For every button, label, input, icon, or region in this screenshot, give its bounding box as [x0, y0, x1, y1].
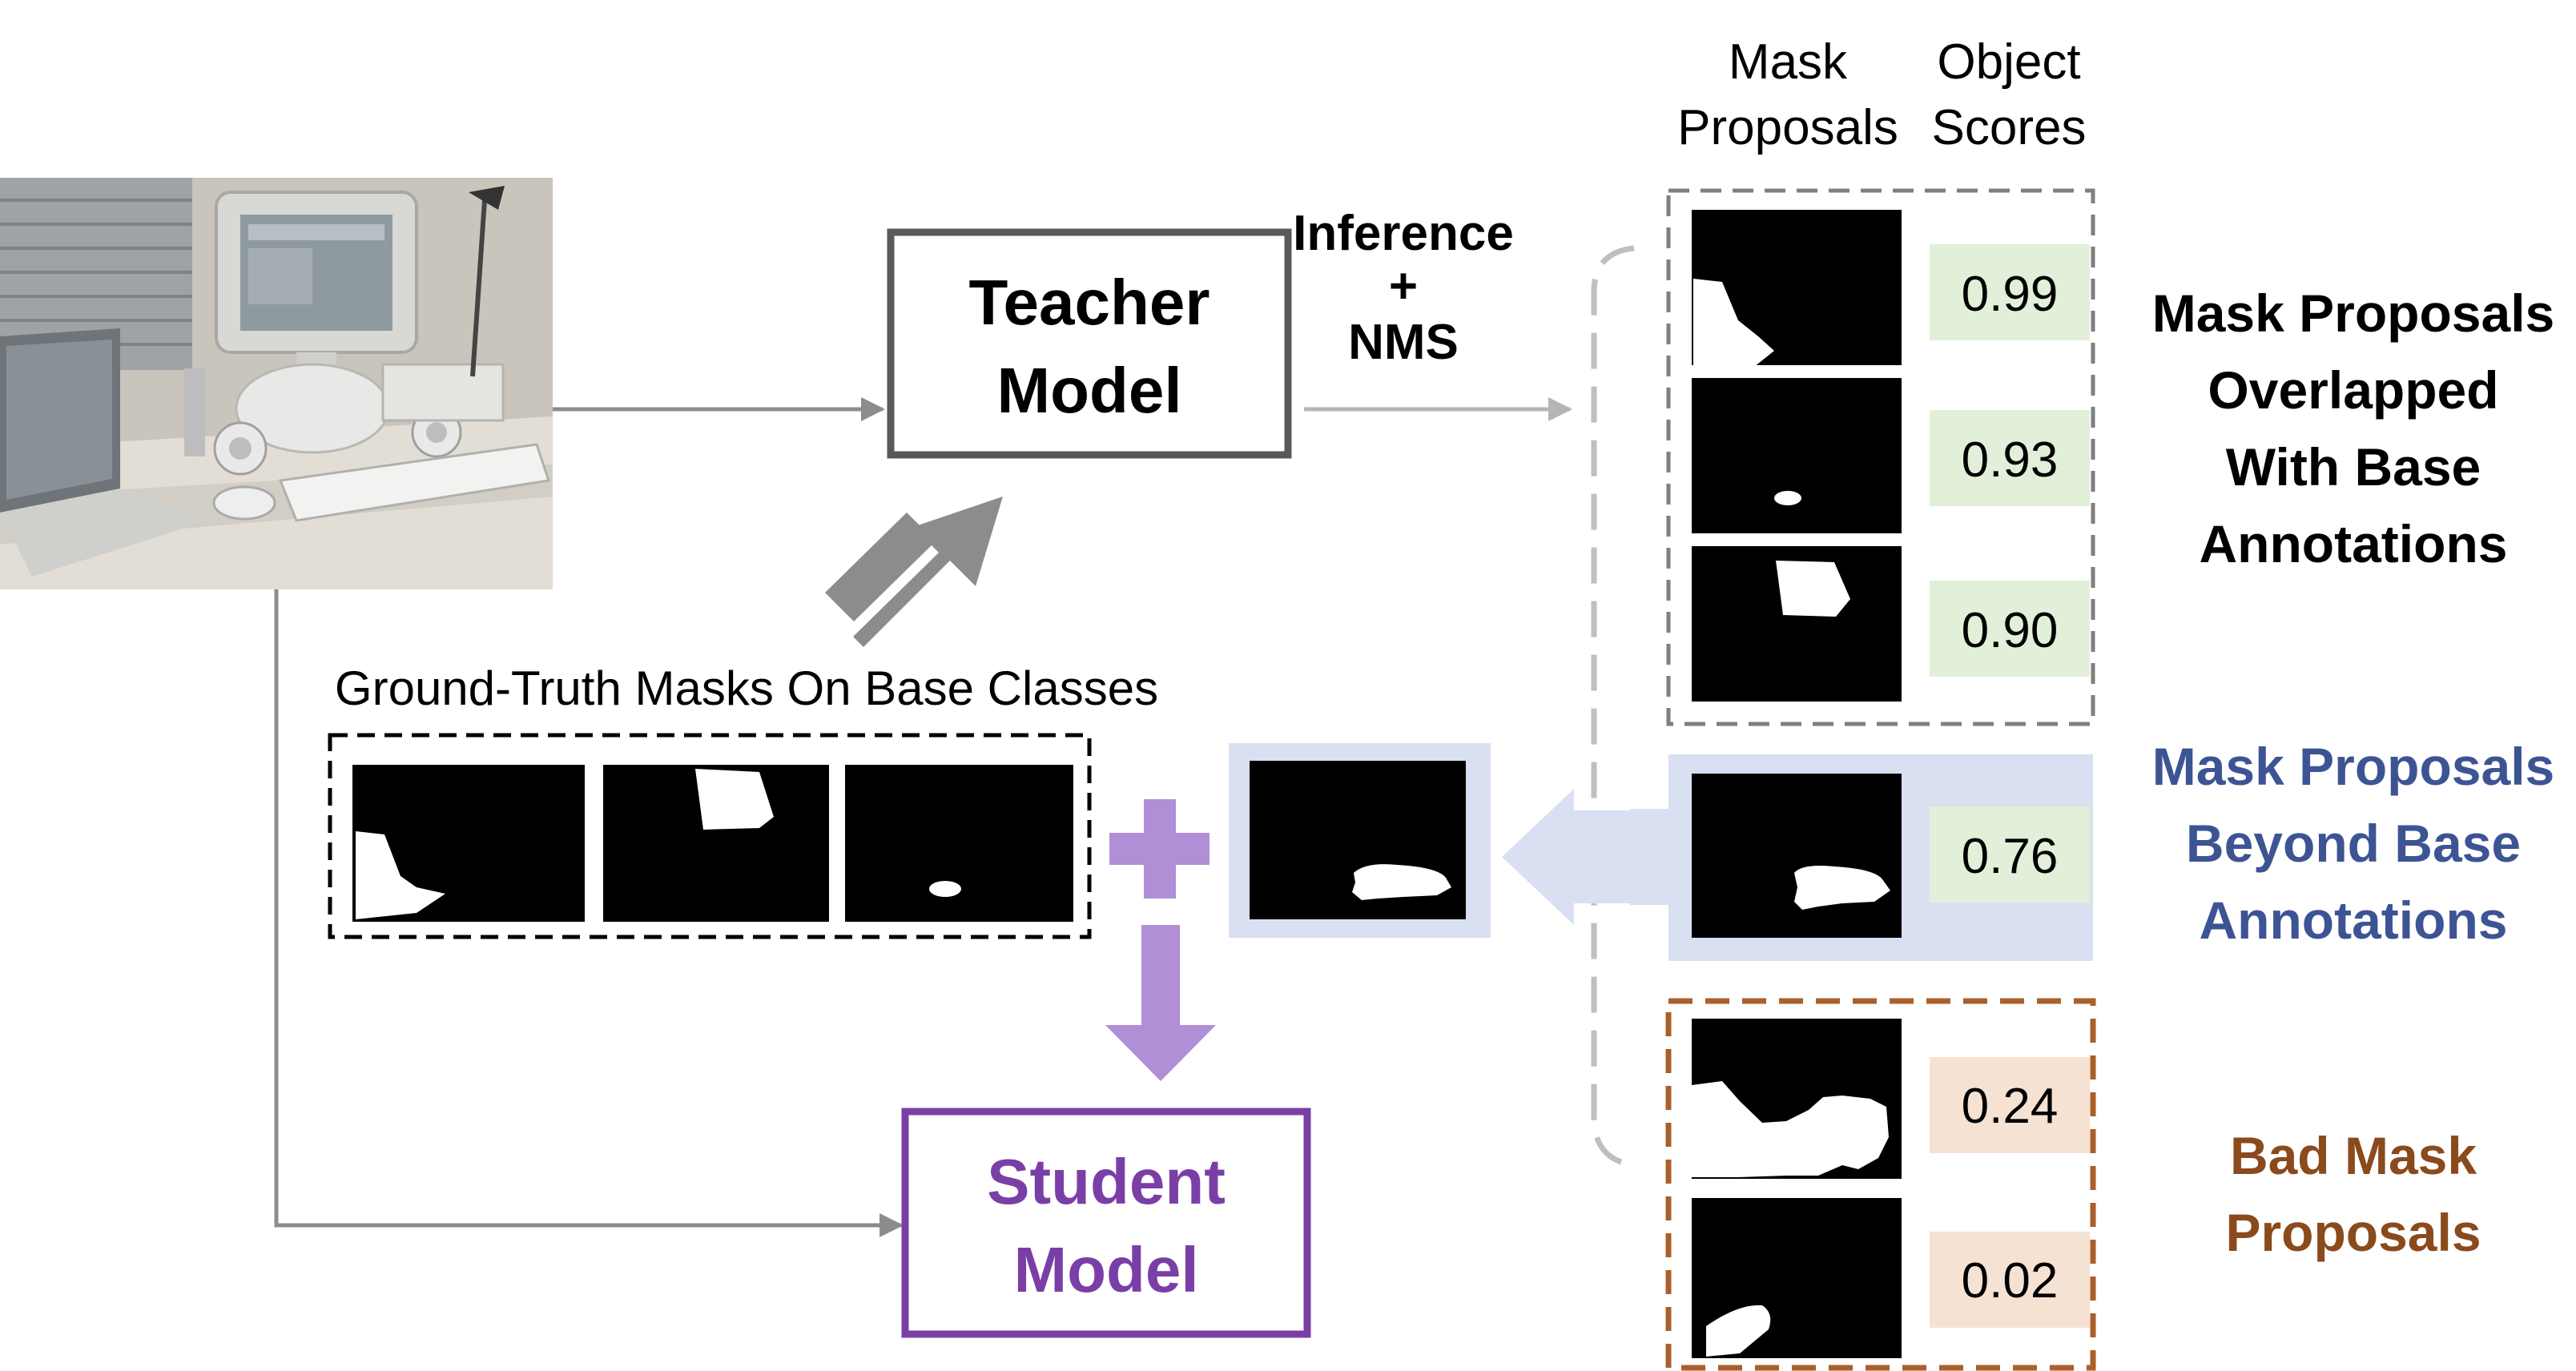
student-model-line1: Student [987, 1146, 1226, 1217]
score-value-5: 0.24 [1962, 1079, 2059, 1134]
overlapped-label-line1: Mask Proposals [2152, 283, 2555, 343]
mask-proposals-column-header: Mask Proposals [1677, 34, 1898, 155]
ground-truth-mask-1 [352, 765, 585, 922]
proposal-mask-4 [1692, 774, 1902, 938]
bad-group-frame [1665, 998, 2096, 1371]
proposal-mask-3 [1692, 546, 1902, 702]
teacher-model-line1: Teacher [969, 267, 1210, 338]
ground-truth-mask-3 [845, 765, 1073, 922]
score-value-2: 0.93 [1962, 432, 2059, 488]
proposal-mask-2 [1692, 378, 1902, 533]
score-box-4: 0.76 [1930, 806, 2090, 903]
ground-truth-to-teacher-arrow [825, 497, 1003, 647]
beyond-label-line1: Mask Proposals [2152, 737, 2555, 796]
beyond-label-line2: Beyond Base [2186, 814, 2521, 873]
object-scores-column-header: Object Scores [1932, 34, 2087, 155]
overlapped-label-line2: Overlapped [2208, 360, 2498, 420]
bad-label-line2: Proposals [2225, 1203, 2481, 1262]
score-box-5: 0.24 [1930, 1057, 2090, 1153]
inference-label: Inference + NMS [1293, 206, 1514, 370]
ground-truth-title: Ground-Truth Masks On Base Classes [335, 661, 1158, 715]
image-to-student-arrow [274, 589, 904, 1237]
mask-proposals-header-line1: Mask [1729, 34, 1848, 90]
score-box-2: 0.93 [1930, 410, 2090, 506]
ground-truth-frame [328, 733, 1092, 939]
score-value-1: 0.99 [1962, 267, 2059, 322]
input-image [0, 178, 553, 589]
proposal-mask-1 [1692, 210, 1902, 367]
inference-line2: + [1389, 259, 1418, 314]
object-scores-header-line1: Object [1937, 34, 2080, 90]
proposal-mask-6 [1692, 1198, 1902, 1358]
inference-line3: NMS [1348, 315, 1459, 370]
student-model-line2: Model [1013, 1234, 1198, 1305]
score-box-1: 0.99 [1930, 244, 2090, 340]
mask-proposals-header-line2: Proposals [1677, 100, 1898, 155]
beyond-label-line3: Annotations [2200, 891, 2508, 950]
score-value-6: 0.02 [1962, 1253, 2059, 1309]
inference-line1: Inference [1293, 206, 1514, 261]
score-box-3: 0.90 [1930, 581, 2090, 677]
down-arrow-to-student [1105, 925, 1216, 1081]
score-value-3: 0.90 [1962, 603, 2059, 658]
student-model-box: Student Model [901, 1108, 1311, 1338]
beyond-group-label: Mask Proposals Beyond Base Annotations [2152, 737, 2555, 950]
overlapped-group-label: Mask Proposals Overlapped With Base Anno… [2152, 283, 2555, 573]
proposal-mask-5 [1692, 1019, 1902, 1179]
overlapped-group-frame [1666, 188, 2095, 726]
pseudo-label-mask [1229, 743, 1491, 938]
overlapped-label-line3: With Base [2226, 437, 2481, 497]
score-box-6: 0.02 [1930, 1232, 2090, 1328]
overlapped-label-line4: Annotations [2200, 514, 2508, 573]
teacher-model-box: Teacher Model [887, 228, 1292, 459]
object-scores-header-line2: Scores [1932, 100, 2087, 155]
bad-group-label: Bad Mask Proposals [2225, 1126, 2481, 1262]
score-value-4: 0.76 [1962, 829, 2059, 884]
plus-icon [1109, 799, 1210, 899]
teacher-model-line2: Model [996, 355, 1181, 426]
bad-label-line1: Bad Mask [2230, 1126, 2477, 1185]
ground-truth-mask-2 [603, 765, 829, 922]
beyond-to-pseudo-label-arrow [1502, 789, 1668, 925]
proposals-bracket [1591, 245, 1635, 1168]
